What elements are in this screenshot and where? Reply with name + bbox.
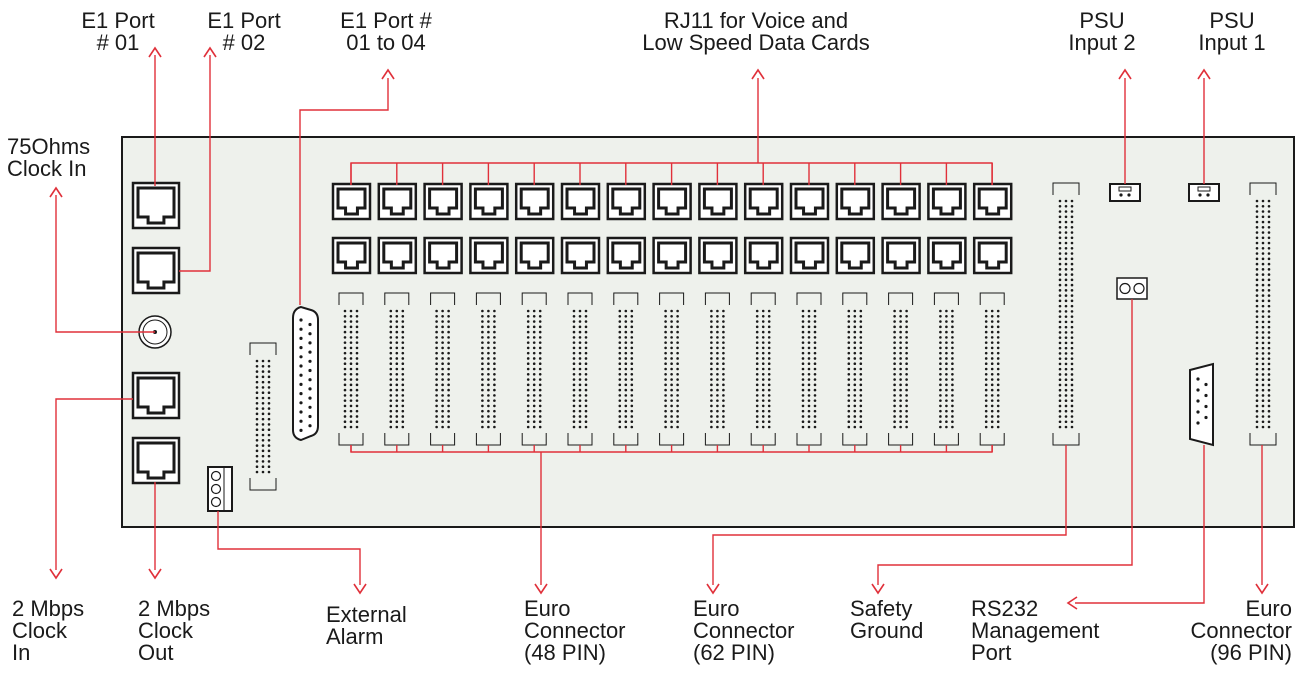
safety-ground-terminal <box>1116 277 1148 300</box>
euro-48-pin-connector <box>933 292 959 446</box>
rj11-port <box>469 182 509 221</box>
label-rj11-cards: RJ11 for Voice and Low Speed Data Cards <box>642 8 870 55</box>
clock-in-2mbps-jack <box>131 371 181 420</box>
label-euro-48-pin: Euro Connector (48 PIN) <box>524 596 626 665</box>
rj11-port <box>423 182 463 221</box>
rs232-db9-connector <box>1189 362 1214 447</box>
rj11-port <box>331 236 372 275</box>
label-2mbps-clock-out: 2 Mbps Clock Out <box>138 596 211 665</box>
db25-e1-connector <box>292 305 319 442</box>
rj11-port <box>927 182 967 221</box>
label-euro-96-pin: Euro Connector (96 PIN) <box>1190 596 1292 665</box>
rj11-port <box>560 182 601 221</box>
rj11-port <box>743 236 784 275</box>
rj11-port <box>743 182 784 221</box>
leader-2mbps-clock-in <box>55 398 133 570</box>
rj11-port <box>377 182 418 221</box>
leader-rs232 <box>1075 445 1205 604</box>
rj11-port <box>835 236 876 275</box>
clock-out-2mbps-jack <box>131 436 181 485</box>
rj11-port <box>469 236 509 275</box>
arrowhead <box>49 568 63 580</box>
rj11-port <box>560 236 601 275</box>
rj11-port <box>377 236 418 275</box>
euro-62-pin-connector <box>1052 182 1080 446</box>
leader-external-alarm <box>217 511 361 585</box>
euro-48-pin-connector <box>659 292 685 446</box>
label-psu-input-2: PSU Input 2 <box>1068 8 1136 55</box>
arrowhead <box>353 583 367 595</box>
arrowhead <box>148 568 162 580</box>
arrowhead <box>148 46 162 58</box>
rj11-port <box>835 182 876 221</box>
e1-port-02-jack <box>131 246 181 295</box>
leader-safety-ground <box>877 299 1133 585</box>
rj11-port <box>927 236 967 275</box>
arrowhead <box>534 583 548 595</box>
rj11-port <box>423 236 463 275</box>
label-safety-ground: Safety Ground <box>850 596 924 643</box>
e1-port-01-jack <box>131 181 181 230</box>
arrowhead <box>751 68 765 80</box>
rj11-port <box>698 182 738 221</box>
euro-48-pin-connector <box>842 292 868 446</box>
card-connector-strip <box>249 342 277 491</box>
rj11-port <box>652 182 692 221</box>
euro-48-pin-connector <box>704 292 730 446</box>
rj11-port <box>514 236 555 275</box>
rj11-port <box>972 182 1013 221</box>
arrowhead <box>381 68 395 80</box>
arrowhead <box>1066 596 1078 610</box>
leader-e1-port-02 <box>179 55 211 272</box>
arrowhead <box>49 186 63 198</box>
euro-48-pin-connector <box>521 292 547 446</box>
external-alarm-connector <box>207 466 233 512</box>
label-e1-port-02: E1 Port # 02 <box>207 8 281 55</box>
arrowhead <box>203 46 217 58</box>
psu-input-1-connector <box>1188 183 1220 202</box>
label-75ohms-clock-in: 75Ohms Clock In <box>7 134 91 181</box>
label-external-alarm: External Alarm <box>326 602 407 649</box>
rj11-port <box>652 236 692 275</box>
psu-input-2-connector <box>1109 183 1141 202</box>
leader-e1-port-01-04 <box>299 78 389 305</box>
rj11-port <box>331 182 372 221</box>
arrowhead <box>1255 583 1269 595</box>
label-psu-input-1: PSU Input 1 <box>1198 8 1266 55</box>
arrowhead <box>871 583 885 595</box>
label-rs232-management-port: RS232 Management Port <box>971 596 1100 665</box>
label-e1-port-01: E1 Port # 01 <box>81 8 155 55</box>
rj11-port <box>514 182 555 221</box>
euro-48-pin-connector <box>796 292 822 446</box>
euro-48-pin-connector <box>338 292 364 446</box>
arrowhead <box>1197 68 1211 80</box>
arrowhead <box>706 583 720 595</box>
euro-48-pin-connector <box>430 292 456 446</box>
rj11-port <box>606 182 647 221</box>
euro-48-pin-connector <box>384 292 410 446</box>
euro-48-pin-connector <box>613 292 639 446</box>
euro-48-pin-connector <box>475 292 501 446</box>
leader-75ohm-clock-in <box>55 195 155 333</box>
arrowhead <box>1118 68 1132 80</box>
label-e1-port-01-to-04: E1 Port # 01 to 04 <box>340 8 432 55</box>
euro-48-pin-connector <box>750 292 776 446</box>
rj11-port <box>972 236 1013 275</box>
rj11-port <box>881 182 921 221</box>
label-euro-62-pin: Euro Connector (62 PIN) <box>693 596 795 665</box>
rj11-port <box>789 236 830 275</box>
rj11-port <box>606 236 647 275</box>
label-2mbps-clock-in: 2 Mbps Clock In <box>12 596 85 665</box>
leader-euro-62 <box>712 445 1067 585</box>
rj11-port <box>881 236 921 275</box>
rj11-port <box>789 182 830 221</box>
rj11-port <box>698 236 738 275</box>
euro-96-pin-connector <box>1249 182 1277 446</box>
